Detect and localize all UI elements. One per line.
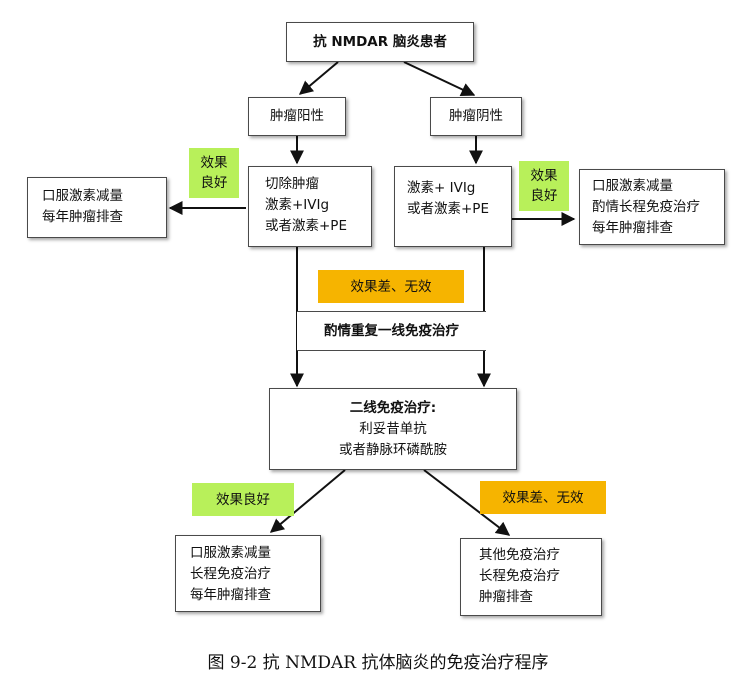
negative-good-outcome-line-1: 口服激素减量 [592,178,673,194]
positive-treatment-box: 切除肿瘤 激素+IVIg 或者激素+PE [248,166,372,247]
positive-treatment-line-3: 或者激素+PE [265,218,347,234]
arrow-second-to-poor [423,469,511,536]
negative-treatment-line-1: 激素+ IVIg [407,180,476,196]
tumor-negative-label: 肿瘤阴性 [449,108,503,124]
final-poor-line-3: 肿瘤排查 [479,589,533,605]
final-good-line-2: 长程免疫治疗 [190,566,271,582]
effect-good-tag-bottom-label: 效果良好 [216,491,270,508]
root-box-patient: 抗 NMDAR 脑炎患者 [286,22,474,62]
arrow-root-to-negative [403,61,476,96]
negative-treatment-line-2: 或者激素+PE [407,201,489,217]
negative-treatment-box: 激素+ IVIg 或者激素+PE [394,166,512,247]
final-poor-outcome-box: 其他免疫治疗 长程免疫治疗 肿瘤排查 [460,538,602,616]
effect-poor-tag-top-label: 效果差、无效 [350,278,432,295]
effect-good-tag-right-line-2: 良好 [530,188,558,204]
figure-caption: 图 9-2 抗 NMDAR 抗体脑炎的免疫治疗程序 [207,653,549,673]
positive-good-outcome-line-1: 口服激素减量 [42,188,123,204]
effect-good-tag-right: 效果 良好 [519,161,569,211]
effect-poor-tag-bottom-label: 效果差、无效 [502,489,584,506]
negative-good-outcome-line-2: 酌情长程免疫治疗 [592,199,700,215]
positive-treatment-line-1: 切除肿瘤 [265,176,319,192]
repeat-first-line-box: 酌情重复一线免疫治疗 [297,311,486,351]
effect-poor-tag-bottom: 效果差、无效 [480,481,606,514]
final-poor-line-2: 长程免疫治疗 [479,568,560,584]
negative-good-outcome-line-3: 每年肿瘤排查 [592,220,673,236]
second-line-option-1: 利妥昔单抗 [359,420,427,437]
final-good-outcome-box: 口服激素减量 长程免疫治疗 每年肿瘤排查 [175,535,321,612]
effect-good-tag-left-line-2: 良好 [200,175,228,191]
positive-good-outcome-line-2: 每年肿瘤排查 [42,209,123,225]
effect-good-tag-left-line-1: 效果 [200,155,228,171]
positive-good-outcome-box: 口服激素减量 每年肿瘤排查 [27,177,167,238]
effect-good-tag-left: 效果 良好 [189,148,239,198]
tumor-positive-label: 肿瘤阳性 [270,108,324,124]
positive-treatment-line-2: 激素+IVIg [265,197,330,213]
tumor-positive-box: 肿瘤阳性 [248,97,346,136]
effect-poor-tag-top: 效果差、无效 [318,270,464,303]
tumor-negative-box: 肿瘤阴性 [430,97,522,136]
arrow-second-to-good [269,469,346,533]
effect-good-tag-bottom: 效果良好 [192,483,294,516]
final-good-line-3: 每年肿瘤排查 [190,587,271,603]
second-line-title: 二线免疫治疗: [349,399,437,416]
final-poor-line-1: 其他免疫治疗 [479,547,560,563]
second-line-therapy-box: 二线免疫治疗: 利妥昔单抗 或者静脉环磷酰胺 [269,388,517,470]
final-good-line-1: 口服激素减量 [190,545,271,561]
root-label: 抗 NMDAR 脑炎患者 [313,33,447,50]
effect-good-tag-right-line-1: 效果 [530,168,558,184]
repeat-first-line-label: 酌情重复一线免疫治疗 [324,322,459,339]
second-line-option-2: 或者静脉环磷酰胺 [339,441,447,458]
arrow-root-to-positive [298,61,339,95]
negative-good-outcome-box: 口服激素减量 酌情长程免疫治疗 每年肿瘤排查 [579,169,725,245]
